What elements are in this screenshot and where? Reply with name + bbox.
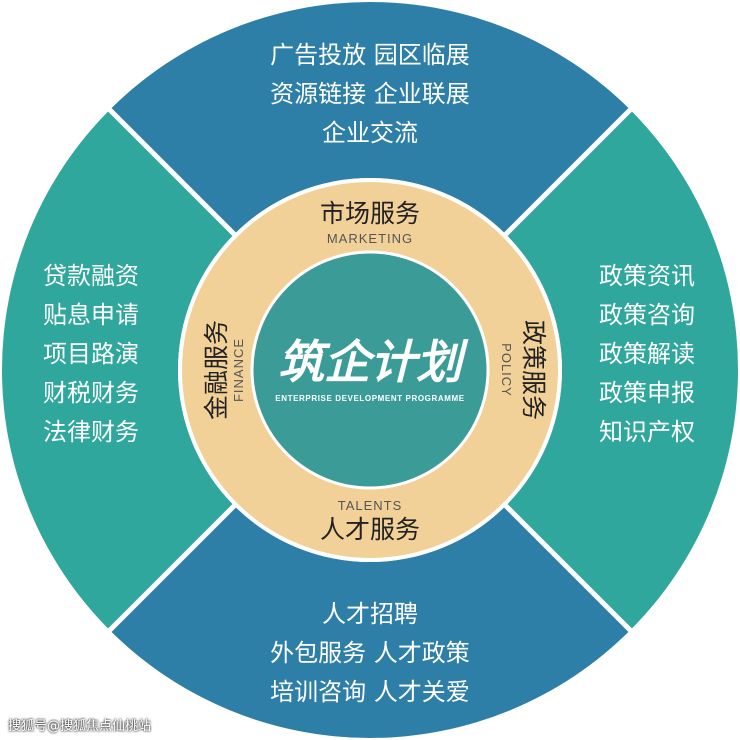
bottom-section-text: 人才招聘 外包服务 人才政策 培训咨询 人才关爱 bbox=[270, 600, 470, 706]
ring-right-title: 政策服务 bbox=[519, 320, 548, 420]
bottom-quadrant bbox=[109, 505, 631, 738]
ring-bottom-title: 人才服务 bbox=[320, 515, 420, 544]
top-section-text: 广告投放 园区临展 资源链接 企业联展 企业交流 bbox=[270, 41, 470, 147]
center-subtitle: ENTERPRISE DEVELOPMENT PROGRAMME bbox=[275, 394, 465, 403]
ring-right-subtitle: POLICY bbox=[499, 343, 514, 397]
divider-line-1 bbox=[106, 106, 237, 237]
left-quadrant bbox=[2, 109, 235, 631]
right-line-5: 知识产权 bbox=[599, 418, 695, 446]
divider-line-3 bbox=[503, 503, 634, 634]
ring-bottom-subtitle: TALENTS bbox=[338, 498, 403, 513]
left-line-1: 贷款融资 bbox=[43, 262, 139, 290]
ring-top-title: 市场服务 bbox=[320, 199, 420, 228]
left-line-2: 贴息申请 bbox=[43, 301, 139, 329]
left-section-text: 贷款融资 贴息申请 项目路演 财税财务 法律财务 bbox=[43, 262, 139, 446]
top-quadrant bbox=[109, 2, 631, 235]
divider-line-4 bbox=[106, 503, 237, 634]
right-line-1: 政策资讯 bbox=[599, 262, 695, 290]
divider-line-2 bbox=[503, 106, 634, 237]
right-line-2: 政策咨询 bbox=[599, 301, 695, 329]
left-line-3: 项目路演 bbox=[43, 340, 139, 368]
right-quadrant bbox=[505, 109, 738, 631]
center-title: 筑企计划 bbox=[278, 335, 469, 389]
quadrant-dividers bbox=[106, 106, 634, 634]
watermark: 搜狐号@搜狐焦点仙桃站 bbox=[8, 719, 152, 734]
top-line-3: 企业交流 bbox=[322, 119, 418, 147]
bottom-line-2: 外包服务 人才政策 bbox=[270, 639, 470, 667]
left-line-4: 财税财务 bbox=[43, 379, 139, 407]
right-line-3: 政策解读 bbox=[599, 340, 695, 368]
bottom-line-1: 人才招聘 bbox=[322, 600, 418, 628]
right-section-text: 政策资讯 政策咨询 政策解读 政策申报 知识产权 bbox=[599, 262, 695, 446]
ring-top-subtitle: MARKETING bbox=[327, 231, 413, 246]
bottom-line-3: 培训咨询 人才关爱 bbox=[270, 678, 470, 706]
center-circle bbox=[250, 250, 490, 490]
ring-left-subtitle: FINANCE bbox=[231, 338, 246, 402]
ring-left-title: 金融服务 bbox=[202, 320, 231, 420]
top-line-2: 资源链接 企业联展 bbox=[270, 80, 470, 108]
left-line-5: 法律财务 bbox=[43, 418, 139, 446]
right-line-4: 政策申报 bbox=[599, 379, 695, 407]
top-line-1: 广告投放 园区临展 bbox=[270, 41, 470, 69]
